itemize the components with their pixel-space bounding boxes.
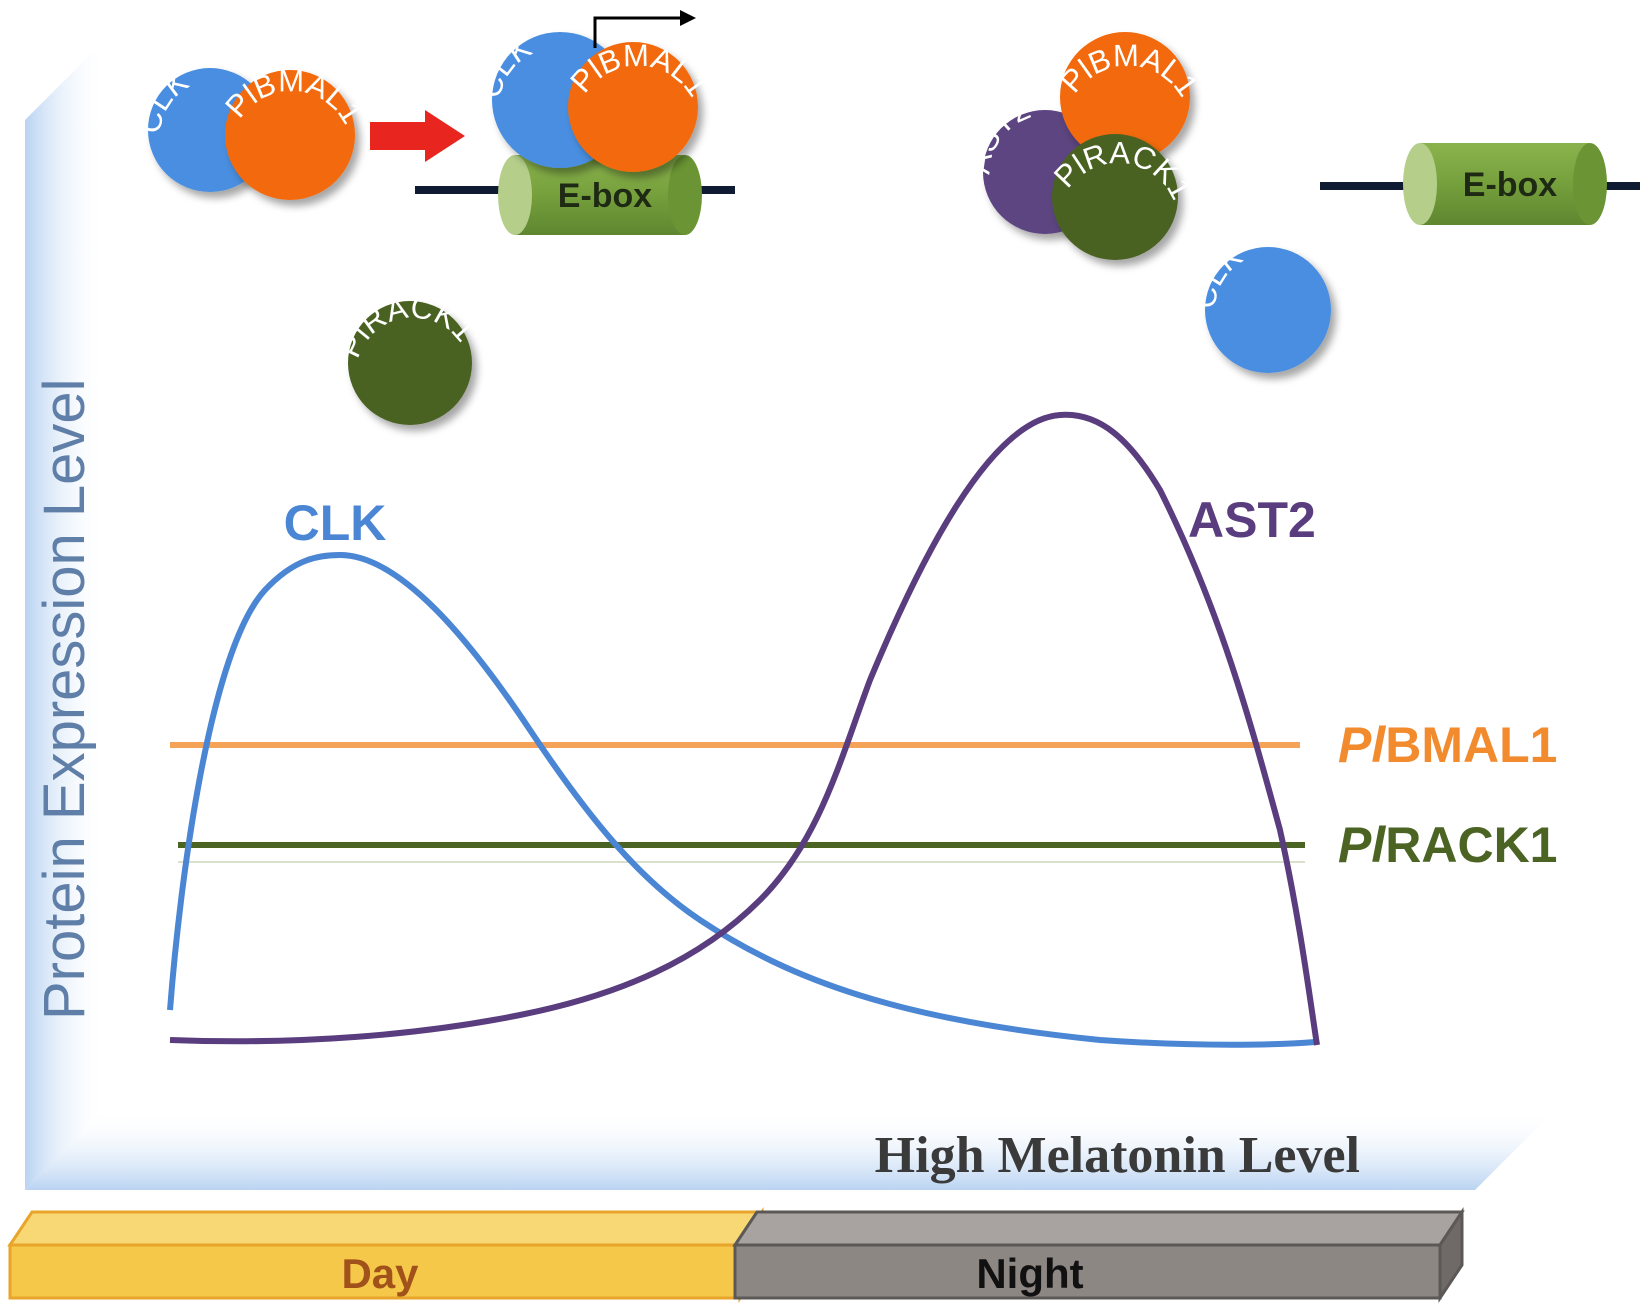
night-bar-top xyxy=(732,1210,1465,1247)
ast2-expression-curve xyxy=(169,411,1320,1046)
night-bar-side xyxy=(1438,1207,1464,1303)
transcription-arrow-icon xyxy=(593,16,680,48)
clk-expression-curve xyxy=(167,551,1316,1048)
ebox-unbound: E-box xyxy=(1320,143,1640,225)
x-axis-label: High Melatonin Level xyxy=(875,1127,1360,1184)
ebox-label: E-box xyxy=(1463,166,1558,204)
rack1-free: PlRACK1 xyxy=(332,289,482,425)
bmal1-protein xyxy=(225,70,355,200)
clk-curve-label: CLK xyxy=(284,495,387,551)
clk-protein xyxy=(1205,247,1331,373)
transcription-arrowhead-icon xyxy=(680,10,696,26)
axes-background xyxy=(25,40,1555,1190)
rack1-level-label: PlRACK1 xyxy=(1338,817,1558,873)
day-label: Day xyxy=(341,1250,419,1297)
day-bar-front xyxy=(8,1243,742,1300)
ebox-far-cap xyxy=(1573,143,1607,225)
rack1-protein xyxy=(1052,134,1178,260)
x-axis-floor xyxy=(25,1110,1555,1190)
day-night-bar: Day Night xyxy=(7,1207,1465,1303)
night-label: Night xyxy=(976,1250,1083,1297)
ebox-end-cap xyxy=(1403,143,1437,225)
ast2-bmal1-rack1-complex: AST2 PlBMAL1 PlRACK1 xyxy=(961,32,1205,260)
bound-complex: E-box CLK PlBMAL1 xyxy=(415,10,735,235)
ast2-curve-label: AST2 xyxy=(1188,492,1316,548)
rack1-protein xyxy=(348,301,472,425)
red-arrow-icon xyxy=(370,110,465,162)
bmal1-level-label-italic: Pl xyxy=(1338,717,1386,773)
day-bar-top xyxy=(7,1210,765,1247)
ebox-far-cap xyxy=(668,155,702,235)
y-axis-label: Protein Expression Level xyxy=(32,378,97,1020)
y-axis-wall xyxy=(25,40,105,1190)
bmal1-protein xyxy=(1060,32,1190,162)
ebox-end-cap xyxy=(498,155,532,235)
bmal1-protein xyxy=(568,42,698,172)
rack1-level-label-rest: RACK1 xyxy=(1385,817,1557,873)
clk-bmal1-complex: CLK PlBMAL1 xyxy=(132,63,370,200)
rack1-level-label-italic: Pl xyxy=(1338,817,1386,873)
bmal1-level-label-rest: BMAL1 xyxy=(1385,717,1557,773)
ebox-body xyxy=(515,155,685,235)
bmal1-level-label: PlBMAL1 xyxy=(1338,717,1557,773)
clk-free: CLK xyxy=(1186,238,1331,373)
night-bar-front xyxy=(733,1243,1442,1300)
ebox-body xyxy=(1420,143,1590,225)
ebox-label: E-box xyxy=(558,177,653,215)
